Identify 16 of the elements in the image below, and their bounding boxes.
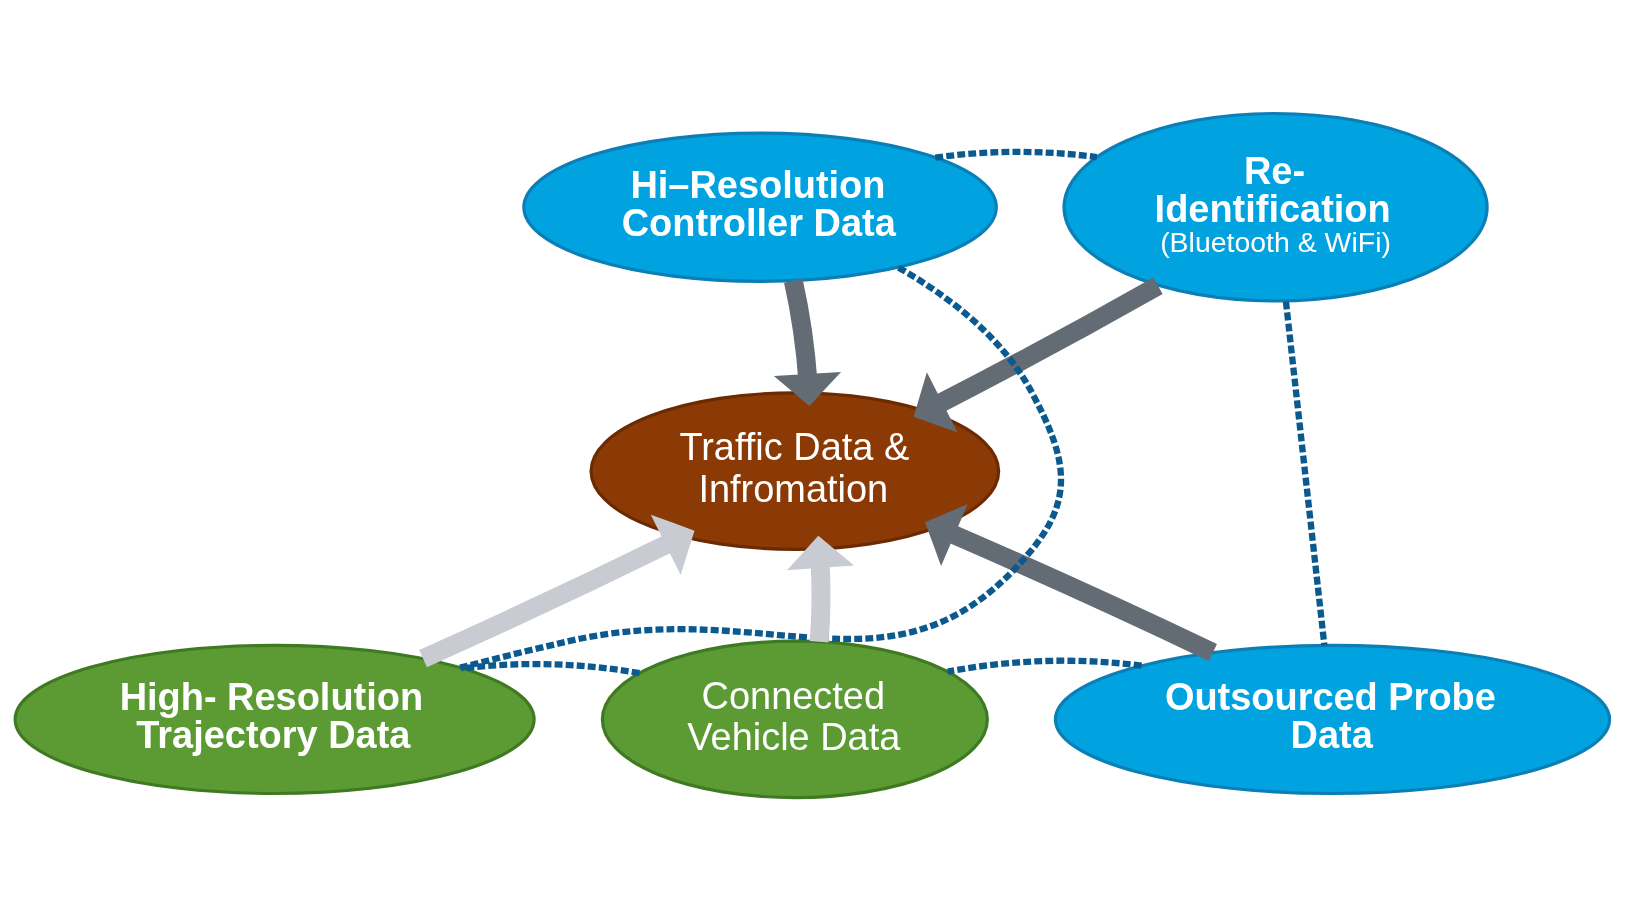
arrow	[913, 277, 1163, 433]
node-ellipse: Hi–Resolution Controller Data	[522, 131, 998, 283]
arrow	[773, 278, 842, 406]
node-ellipse: Traffic Data & Infromation	[589, 391, 1001, 551]
node-ellipse: Outsourced Probe Data	[1053, 643, 1612, 796]
connector	[459, 264, 1064, 671]
node-ellipse: High- Resolution Trajectory Data	[13, 643, 536, 796]
arrow	[924, 504, 1217, 662]
arrow	[786, 535, 855, 643]
connector	[934, 148, 1098, 161]
connector	[1282, 301, 1328, 646]
connector	[947, 657, 1142, 675]
node-ellipse: Re- Identification (Bluetooth & WiFi)	[1062, 111, 1489, 303]
arrow	[419, 514, 695, 668]
node-ellipse: Connected Vehicle Data	[600, 639, 989, 800]
connector	[461, 660, 640, 677]
